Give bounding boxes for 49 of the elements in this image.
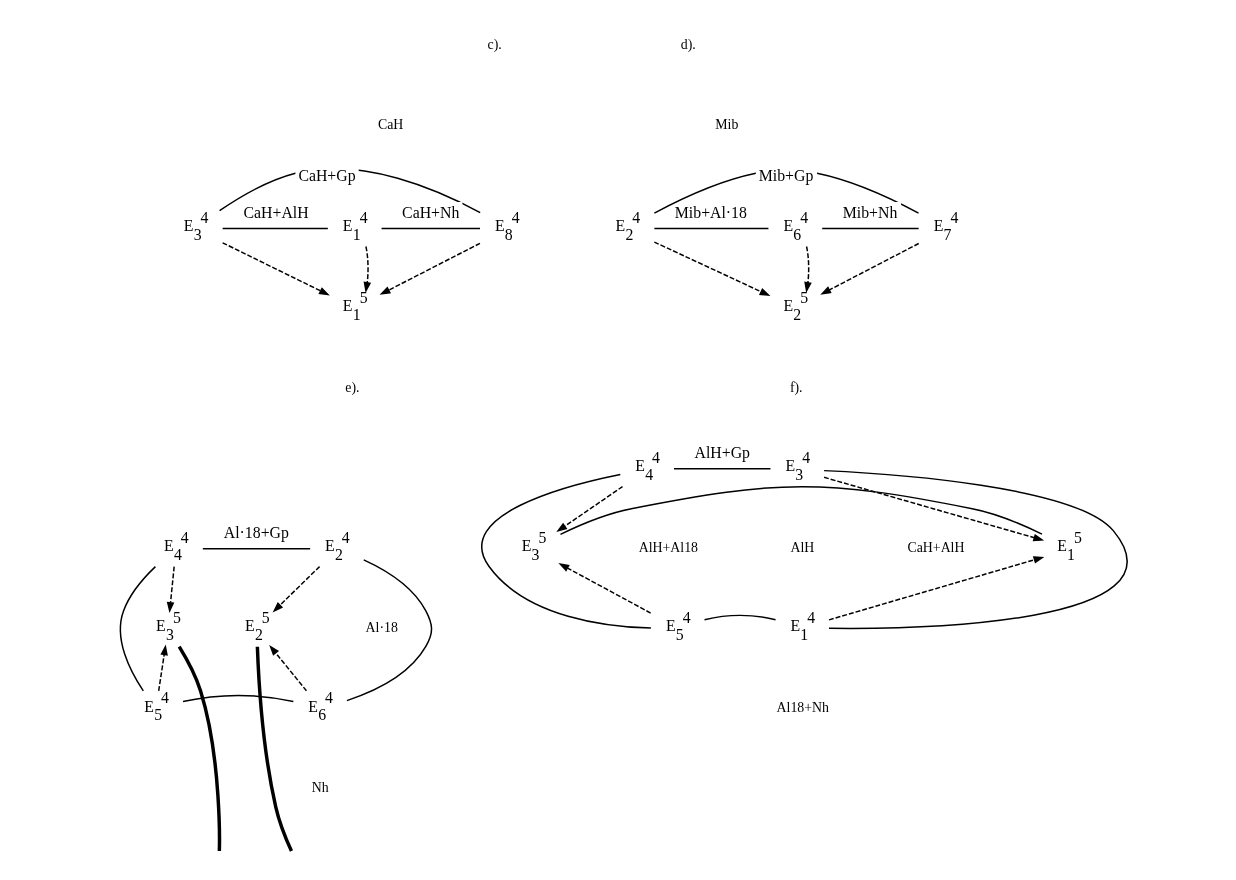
edge-label: Al·18+Gp	[223, 523, 289, 541]
arrow	[166, 565, 175, 614]
label: c).	[487, 37, 502, 53]
connector	[380, 227, 481, 230]
label: Al·18	[365, 620, 398, 636]
connector	[201, 547, 311, 550]
edge-label: CaH+Gp	[297, 166, 356, 184]
arrow	[822, 476, 1044, 542]
edge-label: Mib+Nh	[842, 203, 897, 221]
arrow	[653, 241, 770, 297]
edge-label: Mib+Gp	[758, 166, 813, 184]
connector	[255, 646, 293, 852]
label: e).	[344, 380, 360, 396]
label: CaH+AlH	[906, 540, 964, 556]
edge-label: CaH+AlH	[243, 203, 309, 221]
arrow	[272, 565, 320, 613]
connector	[480, 473, 652, 629]
connector	[181, 694, 294, 703]
connector	[820, 227, 919, 230]
label: Al18+Nh	[776, 700, 829, 716]
label: Mib	[714, 117, 738, 133]
arrow	[555, 485, 623, 533]
arrow	[819, 242, 919, 295]
arrow	[557, 563, 651, 614]
label: d).	[680, 37, 696, 53]
label: CaH	[377, 117, 403, 133]
arrow	[363, 245, 371, 293]
label: f).	[789, 380, 803, 396]
label: AlH+Al18	[638, 540, 698, 556]
edge-label: CaH+Nh	[401, 203, 459, 221]
arrow	[157, 644, 168, 692]
connector	[119, 565, 156, 692]
arrow	[379, 242, 481, 295]
connector	[559, 485, 1043, 536]
connector	[672, 467, 771, 470]
arrow	[221, 242, 330, 296]
connector	[822, 469, 1127, 630]
connector	[345, 559, 432, 702]
connector	[703, 614, 776, 621]
connector	[221, 227, 329, 230]
connector	[653, 227, 769, 230]
arrow	[827, 556, 1044, 621]
edge-label: Mib+Al·18	[674, 203, 747, 221]
edge-label: AlH+Gp	[694, 443, 750, 461]
connector	[177, 645, 221, 851]
label: AlH	[789, 540, 814, 556]
label: Nh	[311, 780, 329, 796]
arrow	[803, 245, 812, 293]
arrow	[268, 644, 307, 692]
